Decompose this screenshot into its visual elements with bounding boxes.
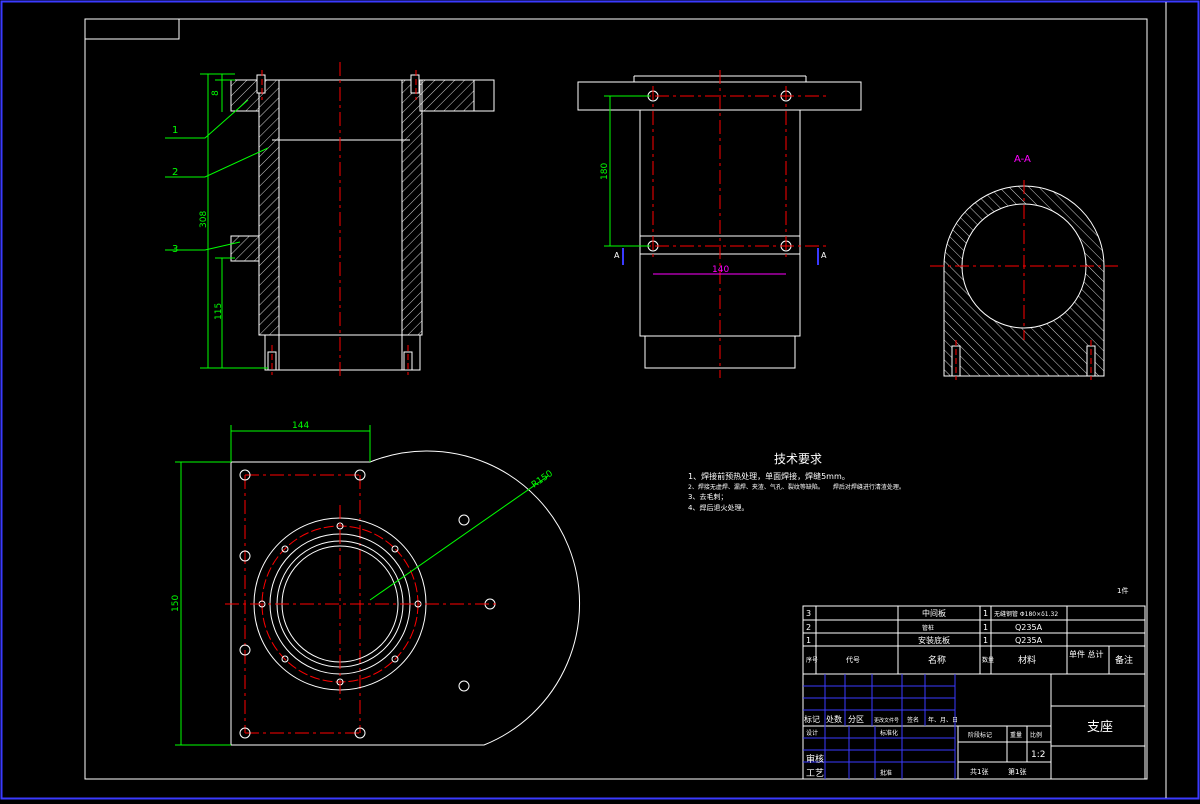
tech-req-4: 4、焊后退火处理。: [688, 503, 748, 512]
header-material: 材料: [1018, 654, 1036, 666]
section-aa-view: A-A: [930, 154, 1118, 380]
table-row: 1 安装底板 1 Q235A: [806, 635, 1043, 645]
review-label: 审核: [806, 753, 824, 765]
title-block-grid: [802, 673, 1146, 780]
section-mark-left: A: [614, 251, 620, 260]
header-no: 序号: [806, 656, 818, 664]
part-qty: 1: [983, 636, 988, 645]
side-view: [577, 70, 862, 378]
rev-date: 年、月、日: [928, 716, 958, 724]
process-label: 工艺: [806, 768, 824, 779]
standardize-label: 标准化: [880, 729, 898, 737]
parts-list-grid: [802, 605, 1146, 675]
dim-horizontal: 140: [712, 265, 729, 275]
tech-req-3: 3、去毛刺；: [688, 492, 727, 501]
dim-top: 8: [211, 90, 221, 96]
header-name: 名称: [928, 654, 946, 666]
dim-plan-height: 150: [171, 595, 181, 612]
tech-req-1: 1、焊接前预热处理，单面焊接，焊缝5mm。: [688, 471, 850, 481]
plan-dimensions: [175, 425, 549, 746]
stage-label: 阶段标记: [968, 731, 992, 739]
title-block-text: 支座 标记 处数 分区 更改文件号 签名 年、月、日 设计 标准化 阶段标记 重…: [804, 714, 1113, 779]
weight-label: 重量: [1010, 731, 1022, 739]
part-title: 支座: [1087, 720, 1113, 735]
table-row: 2 管桩 1 Q235A: [806, 623, 1043, 632]
part-name: 管桩: [922, 624, 934, 632]
tech-req-title: 技术要求: [774, 452, 822, 466]
dim-radius: R150: [530, 469, 555, 491]
part-material: Q235A: [1015, 623, 1043, 632]
rev-mark: 标记: [804, 714, 820, 724]
parts-header: 序号 代号 名称 数量 材料 单件 总计 备注: [806, 649, 1133, 666]
part-qty: 1: [983, 623, 988, 632]
design-label: 设计: [806, 729, 818, 737]
dim-vertical: 180: [600, 163, 610, 180]
scale-label: 比例: [1030, 731, 1042, 739]
front-dimensions: [165, 73, 269, 369]
plan-view: [225, 450, 581, 746]
dim-width: 144: [292, 421, 309, 431]
sheet-total: 共1张: [970, 767, 988, 776]
part-no: 2: [806, 623, 811, 632]
scale-value: 1:2: [1031, 750, 1045, 760]
leader-label-1: 1: [172, 125, 178, 136]
plan-dim-text: 144 150 R150: [171, 421, 555, 612]
dim-lower: 115: [214, 303, 224, 320]
leader-label-3: 3: [172, 244, 178, 255]
parts-note: 1件: [1117, 586, 1128, 595]
front-dim-text: 1 2 3 8 308 115: [172, 90, 224, 320]
rev-zone: 分区: [848, 715, 864, 724]
header-qty: 数量: [982, 656, 994, 664]
table-row: 3 中间板 1 无缝钢管 Φ180×δ1.32: [806, 608, 1058, 618]
part-no: 3: [806, 609, 811, 618]
leader-label-2: 2: [172, 167, 178, 178]
side-dim-text: 180 140 A A: [600, 163, 827, 275]
part-material: 无缝钢管 Φ180×δ1.32: [994, 610, 1058, 618]
rev-sign: 签名: [907, 716, 919, 724]
sheet-number: 第1张: [1008, 767, 1026, 776]
parts-list-rows: 3 中间板 1 无缝钢管 Φ180×δ1.32 2 管桩 1 Q235A 1 安…: [806, 608, 1133, 666]
revision-row: 标记 处数 分区 更改文件号 签名 年、月、日: [804, 714, 958, 724]
side-dimensions: [604, 95, 650, 247]
part-name: 安装底板: [918, 635, 950, 645]
front-section-view: [230, 62, 495, 378]
section-mark-right: A: [821, 251, 827, 260]
part-material: Q235A: [1015, 636, 1043, 645]
technical-requirements: 技术要求 1、焊接前预热处理，单面焊接，焊缝5mm。 2、焊接无虚焊、漏焊、夹渣…: [688, 452, 1128, 595]
approve-label: 批准: [880, 769, 892, 777]
dim-height: 308: [199, 211, 209, 228]
part-no: 1: [806, 636, 811, 645]
rev-count: 处数: [826, 714, 842, 724]
rev-doc: 更改文件号: [874, 717, 899, 724]
part-name: 中间板: [922, 608, 946, 618]
header-code: 代号: [846, 655, 860, 664]
header-remark: 备注: [1115, 654, 1133, 666]
section-aa-label: A-A: [1014, 154, 1031, 165]
header-unit-total: 单件 总计: [1069, 649, 1104, 659]
part-qty: 1: [983, 609, 988, 618]
tech-req-2: 2、焊接无虚焊、漏焊、夹渣、气孔、裂纹等缺陷。 焊后对焊缝进行清渣处理。: [688, 483, 905, 491]
